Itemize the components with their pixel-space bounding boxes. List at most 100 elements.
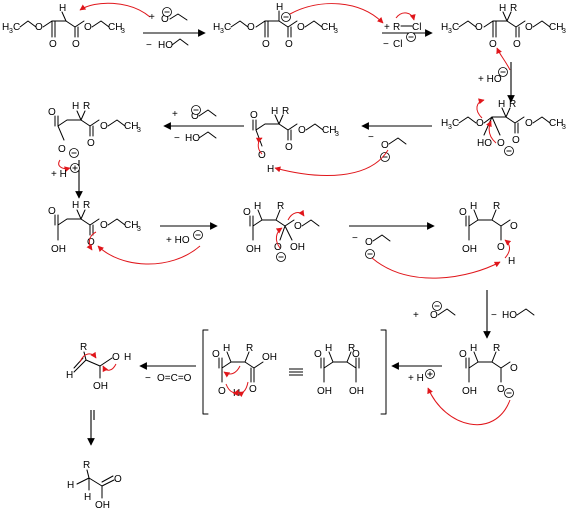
curly-arrow-carbonyl-open	[86, 231, 97, 251]
step-10: + H	[391, 362, 442, 384]
carbonyl-o: O	[114, 474, 122, 485]
ch3-sub: 3	[334, 28, 338, 35]
h3c-label: H	[2, 22, 9, 33]
equivalence-sign	[289, 368, 303, 376]
ch3-label: CH	[549, 22, 563, 33]
acid-h: H	[508, 256, 515, 267]
alpha-h: H	[72, 200, 79, 211]
step-11: − O=C=O	[139, 362, 196, 384]
ethoxide-o: O	[381, 140, 389, 151]
r-group: R	[493, 201, 500, 212]
carbonyl-o-2: O	[497, 242, 505, 253]
alpha-h: H	[470, 343, 477, 354]
bridging-h: H	[233, 388, 240, 399]
carbonyl-o-1: O	[489, 39, 497, 50]
minus-charge-icon	[162, 7, 172, 17]
acid-o: O	[258, 150, 266, 161]
proton-plus-icon	[425, 369, 435, 379]
hydroxyl-2: OH	[290, 242, 305, 253]
monoester-acid: O O H R O O CH 3 H	[250, 106, 339, 175]
curly-arrow-deprotonation	[79, 2, 151, 18]
h3c-sub: 3	[448, 124, 452, 131]
ester-o: O	[298, 125, 306, 136]
hydroxyl: OH	[95, 500, 110, 511]
carbonyl-o-2: O	[249, 384, 257, 395]
curly-arrow-deprotonate-acid	[371, 257, 501, 279]
alpha-h: H	[271, 106, 278, 117]
alkylated-malonate: H 3 C O O H R O O CH 3	[441, 3, 566, 50]
curly-arrow-oh-to-o	[504, 239, 512, 259]
alpha-h: H	[498, 99, 505, 110]
alpha-h: H	[499, 3, 506, 14]
curly-arrow-oh-bond	[255, 137, 263, 155]
curly-arrow-protonation	[58, 159, 71, 173]
enol: R H O H OH	[66, 342, 131, 392]
hydroxyl-1: OH	[462, 244, 477, 255]
ethoxide-o: O	[365, 237, 373, 248]
ch3-label: CH	[124, 121, 138, 132]
carbonyl-o-2: O	[285, 39, 293, 50]
curly-arrow-protonation-2	[427, 387, 511, 426]
acid-carbonyl-o: O	[250, 110, 258, 121]
r-group: R	[83, 101, 90, 112]
malonic-acid: O OH H R O OH	[314, 343, 364, 397]
ethanol-ho: HO	[158, 40, 173, 51]
ethanol-ho: HO	[185, 133, 200, 144]
ethoxide-minus-icon	[432, 301, 442, 311]
carbonyl-o-2: O	[352, 349, 360, 360]
r-group: R	[509, 99, 516, 110]
curly-arrow-oh-break	[225, 383, 239, 397]
acidic-h: H	[59, 3, 66, 14]
acid-monoester: O OH H R O O CH 3	[48, 200, 141, 255]
r-group: R	[277, 201, 284, 212]
carbonyl-o: O	[285, 142, 293, 153]
carbonyl-o-2: O	[72, 39, 80, 50]
h3c-c: C	[452, 22, 459, 33]
hydroxyl-2: OH	[349, 386, 364, 397]
ester-o-2: O	[84, 22, 92, 33]
curly-arrow-tautomer-1	[79, 351, 97, 363]
ethoxide-o: O	[191, 111, 199, 122]
r-group: R	[83, 200, 90, 211]
malonate-enolate: H 3 C O O H O O CH 3	[213, 2, 338, 50]
hydroxide: + HO	[166, 235, 190, 246]
step-9: + O − HO	[413, 290, 535, 339]
hydroxyl-o-2: O	[510, 221, 518, 232]
hydroxide-minus-icon	[193, 230, 203, 240]
diethyl-malonate: H 3 C O O H O O CH 3	[2, 3, 125, 50]
h3c-c: C	[13, 22, 20, 33]
curly-arrow-cl-leave	[395, 12, 416, 21]
ethoxide-o: O	[430, 310, 438, 321]
alpha-h: H	[276, 2, 283, 13]
minus-sign: −	[368, 132, 374, 143]
minus-sign: −	[383, 39, 389, 50]
ch3-sub: 3	[137, 226, 141, 233]
vinyl-h: H	[66, 370, 73, 381]
r-group: R	[83, 460, 90, 471]
oxyanion-minus-icon	[276, 252, 286, 262]
alpha-h-1: H	[67, 480, 74, 491]
hydroxyl-2: OH	[262, 352, 277, 363]
carboxylate-o: O	[58, 144, 66, 155]
plus-sign: +	[149, 12, 155, 23]
hydroxyl-o: O	[218, 386, 226, 397]
proton: + H	[408, 373, 424, 384]
carbonyl-o-2: O	[513, 39, 521, 50]
oxyanion: O	[497, 138, 505, 149]
ch3-sub: 3	[335, 131, 339, 138]
curly-arrow-alkylation	[289, 3, 384, 24]
ch3-sub: 3	[562, 124, 566, 131]
ester-o-2: O	[297, 22, 305, 33]
curly-arrow-hydroxide-attack-2	[97, 245, 201, 265]
plus-sign: +	[172, 109, 178, 120]
r-group: R	[80, 342, 87, 353]
step-5: + O − HO	[163, 105, 244, 144]
ester-o-1: O	[475, 22, 483, 33]
step-6: + H	[51, 160, 83, 199]
substituted-acetic-acid: R H H O OH	[67, 460, 122, 511]
ch3-sub: 3	[121, 28, 125, 35]
malonate-monoanion: O OH H R O O	[459, 343, 518, 398]
carbonyl-o-1: O	[49, 39, 57, 50]
carbonyl-o: O	[512, 135, 520, 146]
